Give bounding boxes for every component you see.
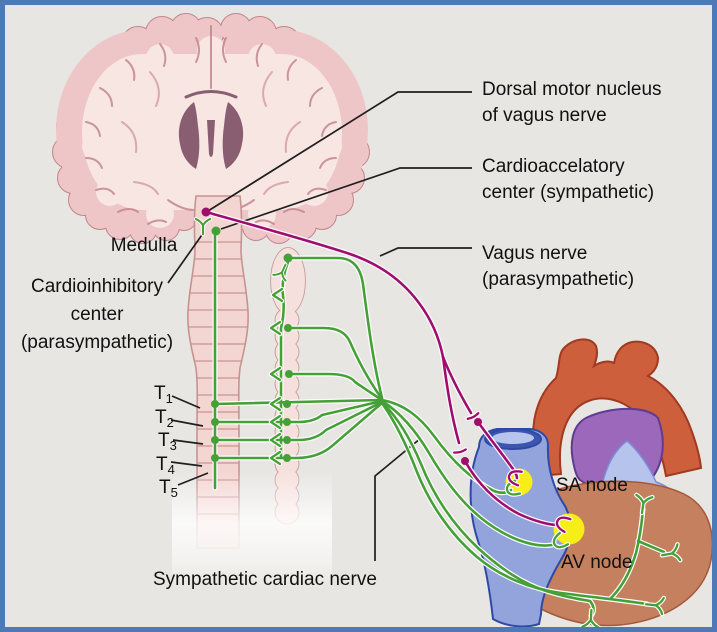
leader-t1 — [171, 395, 201, 409]
label-medulla: Medulla — [110, 235, 178, 256]
label-av-node: AV node — [561, 552, 633, 573]
label-cardioinhibitory-center: Cardioinhibitory center (parasympathetic… — [20, 276, 174, 353]
vagus-sa-postganglionic — [476, 420, 519, 480]
label-t2: T2 — [155, 407, 174, 430]
leader-cardioaccelatory — [220, 167, 472, 230]
leader-t3 — [172, 439, 204, 445]
vagus-av-postganglionic — [463, 459, 560, 527]
diagram-canvas — [52, 13, 712, 627]
brain-inner-sulci — [121, 71, 301, 195]
brain-ventricles — [178, 90, 244, 169]
t1-fiber — [213, 398, 384, 406]
cardiac-nerve-to-av — [380, 399, 554, 547]
leader-cardioinhibitory — [167, 231, 205, 284]
t3-fiber — [213, 400, 384, 442]
vagus-sa-branch — [441, 355, 473, 415]
cardiac-nerve-to-myocardium-2 — [380, 401, 649, 606]
t4-fiber — [213, 401, 384, 460]
leader-t2 — [170, 419, 204, 427]
label-sympathetic-cardiac-nerve: Sympathetic cardiac nerve — [153, 569, 377, 590]
superior-ganglion-fiber — [286, 256, 384, 400]
brain-coronal-section — [52, 13, 370, 244]
label-t3: T3 — [158, 430, 177, 453]
label-sa-node: SA node — [556, 475, 628, 496]
label-t4: T4 — [156, 454, 175, 477]
av-node-marker — [553, 513, 585, 545]
svc-opening-inner — [492, 432, 534, 444]
cardiac-nerve-to-myocardium-1 — [380, 400, 595, 618]
label-cardioaccelatory-center: Cardioaccelatory center (sympathetic) — [482, 156, 655, 203]
vagus-nerve-trunk — [204, 210, 445, 359]
cardiac-nerve-to-sa — [380, 398, 513, 495]
vagus-av-branch — [441, 355, 461, 445]
myocardial-branch-side — [636, 539, 666, 554]
fade-overlay — [172, 470, 332, 588]
sympathetic-cell-bodies — [211, 226, 293, 462]
brain-sulci — [85, 25, 337, 225]
label-t5: T5 — [159, 477, 178, 500]
label-t1: T1 — [154, 383, 173, 406]
leader-dorsal-motor-nucleus — [207, 91, 472, 212]
t2-fiber — [213, 399, 384, 424]
leader-t5 — [177, 472, 209, 486]
label-dorsal-motor-nucleus: Dorsal motor nucleus of vagus nerve — [482, 79, 662, 126]
lower-ganglion-fiber — [287, 372, 384, 402]
leader-t4 — [170, 461, 203, 467]
vagus-cell-bodies — [201, 207, 482, 465]
vagus-pathway — [201, 207, 571, 532]
sympathetic-pathways — [196, 219, 680, 627]
myocardial-branch-stem — [609, 507, 645, 600]
label-vagus-nerve: Vagus nerve (parasympathetic) — [482, 243, 635, 290]
middle-ganglion-fiber — [286, 326, 384, 401]
leader-sympathetic-cardiac-nerve — [374, 437, 422, 561]
leader-vagus-nerve — [379, 247, 472, 257]
